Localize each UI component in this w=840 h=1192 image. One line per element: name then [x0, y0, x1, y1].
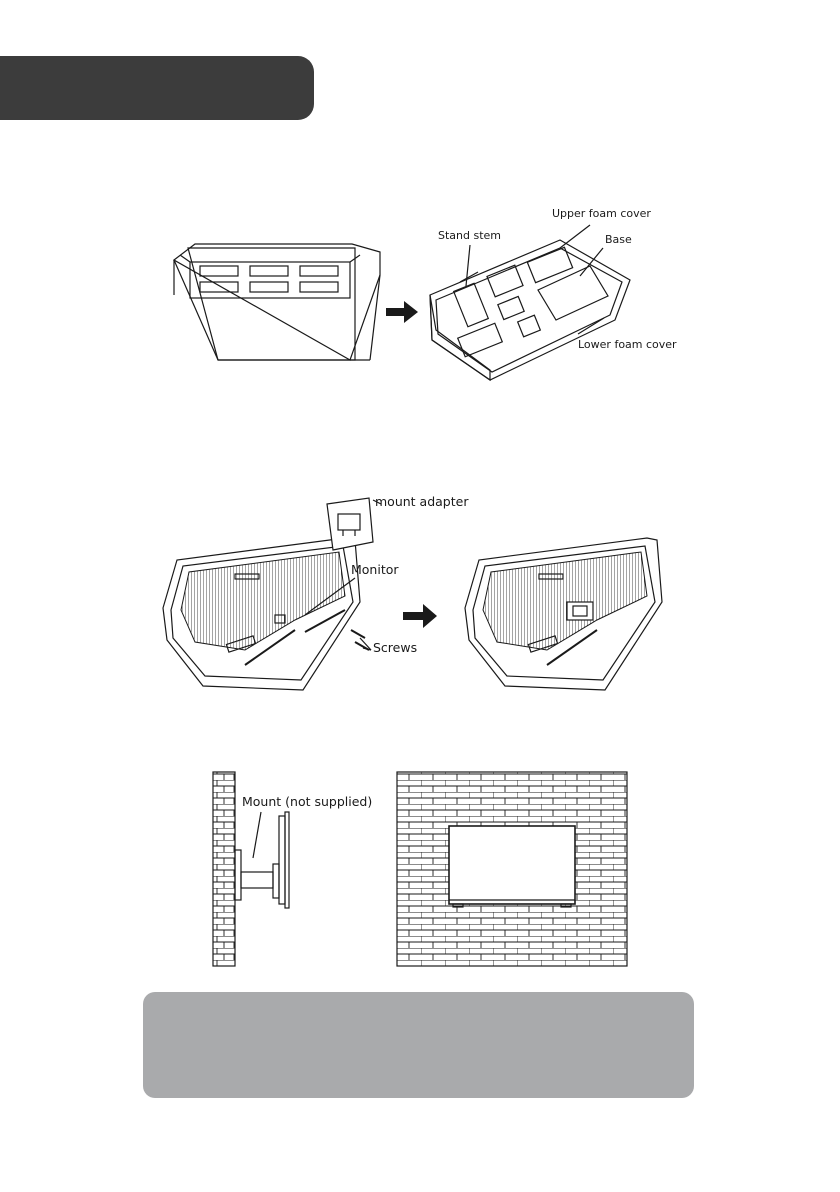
label-mount-adapter: mount adapter [375, 496, 468, 509]
mount-adapter-figure: mount adapter Monitor Screws [155, 490, 665, 695]
note-box [143, 992, 694, 1098]
wall-mount-figure: Mount (not supplied) [205, 768, 635, 968]
label-base: Base [605, 234, 632, 245]
mount-adapter-illustration [155, 490, 665, 695]
unpack-illustration [160, 200, 700, 390]
unpack-figure: Upper foam cover Stand stem Base Lower f… [160, 200, 700, 390]
label-upper-foam-cover: Upper foam cover [552, 208, 651, 219]
label-mount-not-supplied: Mount (not supplied) [242, 796, 372, 809]
label-lower-foam-cover: Lower foam cover [578, 339, 677, 350]
label-stand-stem: Stand stem [438, 230, 501, 241]
label-screws: Screws [373, 642, 417, 655]
section-header-tab [0, 56, 314, 120]
label-monitor: Monitor [351, 564, 399, 577]
